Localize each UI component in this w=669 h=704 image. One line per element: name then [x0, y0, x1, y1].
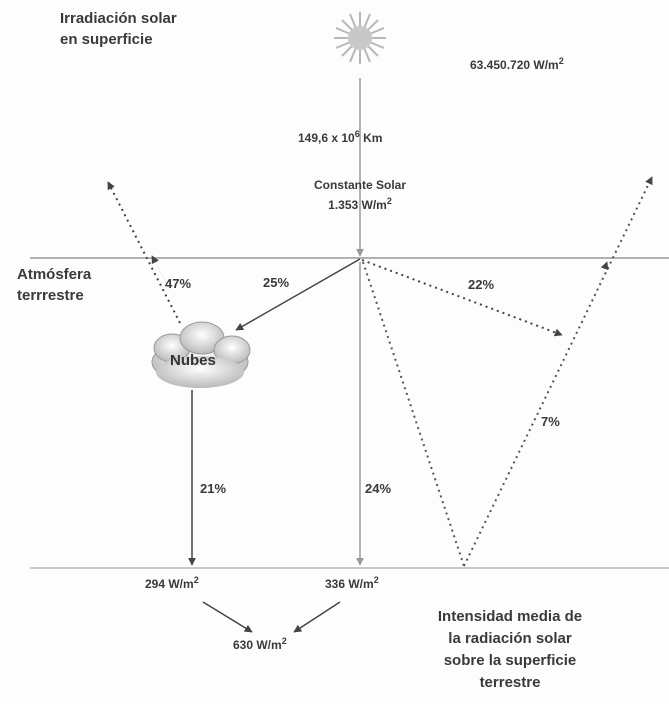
clouds-icon	[151, 321, 251, 388]
percent-to-clouds: 25%	[263, 275, 290, 290]
arrow-diffuse-up	[463, 176, 653, 567]
arrow-left-to-total	[202, 601, 253, 633]
caption-line4: terrestre	[479, 674, 541, 691]
title-line2: en superficie	[60, 31, 153, 48]
surface-total-value: 630 W/m2	[233, 636, 287, 653]
caption-line3: sobre la superficie	[443, 652, 577, 669]
sun-distance-label: 149,6 x 106 Km	[298, 129, 383, 146]
solar-constant-value: 1.353 W/m2	[328, 196, 392, 213]
percent-scattered: 22%	[468, 277, 495, 292]
percent-direct: 24%	[365, 481, 392, 496]
atmosphere-label-line1: Atmósfera	[17, 266, 92, 283]
arrow-right-to-total	[293, 601, 341, 633]
percent-diffuse-up: 7%	[541, 414, 560, 429]
arrowhead-atmosphere-crossing	[594, 261, 609, 296]
arrow-scattered	[361, 259, 563, 337]
clouds-label: Nubes	[170, 352, 216, 369]
caption-line1: Intensidad media de	[437, 608, 583, 625]
title-line1: Irradiación solar	[60, 10, 177, 27]
percent-reflected-clouds: 47%	[165, 276, 192, 291]
sun-icon	[334, 12, 386, 64]
percent-from-clouds: 21%	[200, 481, 227, 496]
atmosphere-label-line2: terrrestre	[17, 287, 84, 304]
caption-line2: la radiación solar	[448, 630, 572, 647]
surface-left-value: 294 W/m2	[145, 575, 199, 592]
solar-constant-label: Constante Solar	[313, 178, 406, 192]
arrow-to-clouds	[235, 258, 361, 331]
arrow-diffuse-down	[362, 261, 465, 567]
arrowhead-reflect-crossing	[151, 255, 171, 291]
arrow-reflected-clouds	[107, 181, 181, 324]
surface-right-value: 336 W/m2	[325, 575, 379, 592]
solar-power-label: 63.450.720 W/m2	[470, 56, 564, 73]
